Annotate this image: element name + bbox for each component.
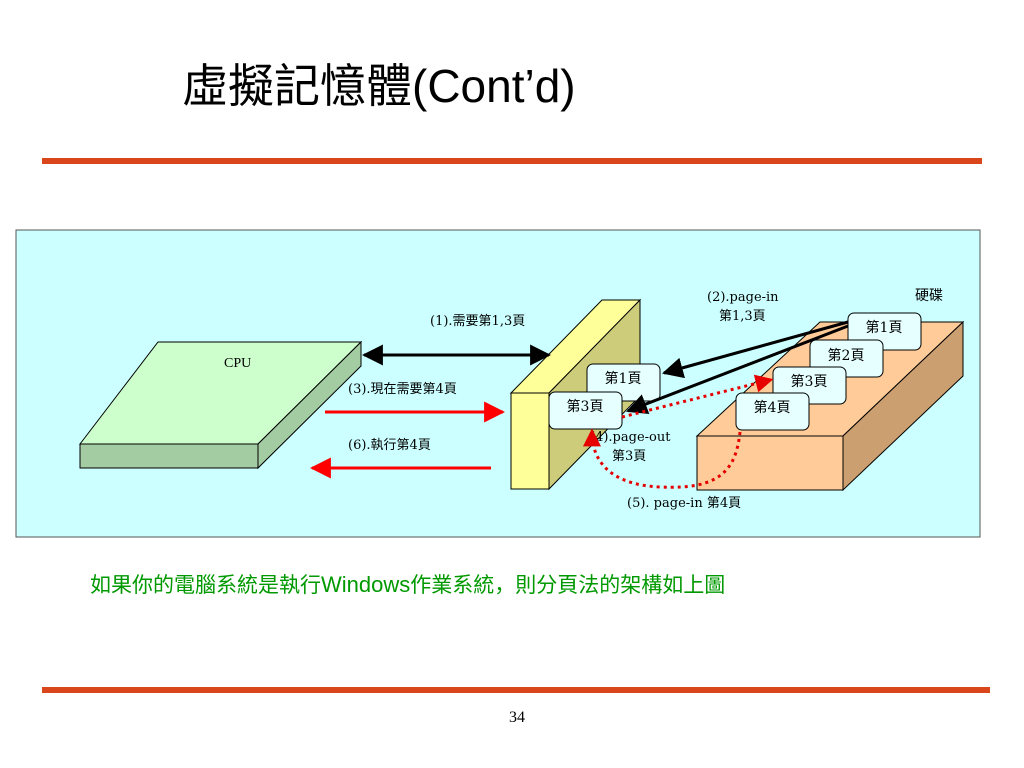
disk-front-face bbox=[696, 435, 844, 491]
top-divider bbox=[42, 158, 982, 164]
step2-label-line1: (2).page-in bbox=[707, 290, 779, 305]
bottom-divider bbox=[42, 687, 990, 693]
caption-part3: 作業系統，則分頁法的架構如上圖 bbox=[410, 573, 726, 597]
step4-label-line2: 第3頁 bbox=[612, 449, 646, 464]
step2-arrow-page1 bbox=[661, 320, 849, 379]
cpu-label: CPU bbox=[224, 356, 251, 371]
memory-front-face bbox=[510, 392, 550, 490]
step5-page-in-arrow bbox=[583, 428, 742, 489]
page-label: 第1頁 bbox=[605, 370, 642, 387]
disk-page-4: 第4頁 bbox=[735, 392, 810, 431]
step2-arrow-page3 bbox=[626, 324, 849, 414]
step1-label: (1).需要第1,3頁 bbox=[430, 314, 525, 329]
caption-part2: Windows bbox=[321, 572, 411, 597]
step4-page-out-arrow bbox=[621, 374, 774, 419]
step3-label: (3).現在需要第4頁 bbox=[348, 382, 457, 397]
cpu-block: CPU bbox=[78, 340, 363, 470]
page-label: 第4頁 bbox=[754, 399, 791, 416]
page-label: 第3頁 bbox=[567, 398, 604, 415]
slide-title: 虛擬記憶體(Cont’d) bbox=[182, 48, 576, 124]
step2-label-line2: 第1,3頁 bbox=[719, 309, 766, 324]
page-card bbox=[735, 392, 810, 431]
cpu-front-face bbox=[79, 443, 259, 469]
memory-page-3: 第3頁 bbox=[548, 391, 623, 430]
page-label: 第2頁 bbox=[828, 347, 865, 364]
page-number: 34 bbox=[509, 709, 525, 726]
slide-title-latin: (Cont’d) bbox=[412, 60, 576, 112]
slide-caption: 如果你的電腦系統是執行Windows作業系統，則分頁法的架構如上圖 bbox=[90, 568, 960, 602]
caption-part1: 如果你的電腦系統是執行 bbox=[90, 573, 321, 597]
page-label: 第1頁 bbox=[866, 319, 903, 336]
step4-label-line1: (4).page-out bbox=[590, 430, 671, 445]
slide-title-cjk: 虛擬記憶體 bbox=[182, 59, 412, 113]
step5-label: (5). page-in 第4頁 bbox=[627, 496, 741, 511]
step6-label: (6).執行第4頁 bbox=[348, 437, 431, 453]
disk-label: 硬碟 bbox=[915, 288, 943, 304]
page-label: 第3頁 bbox=[791, 373, 828, 390]
